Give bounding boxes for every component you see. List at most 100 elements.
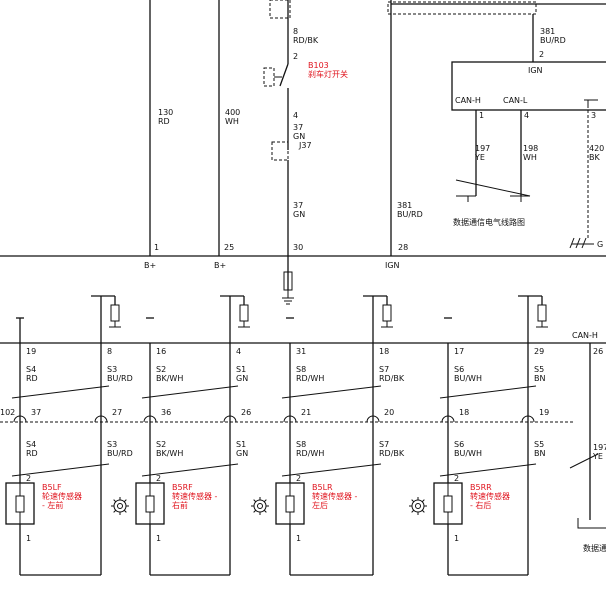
b5rr-gear-icon-tooth	[411, 509, 415, 513]
b5lf-upper-s-b: S3	[107, 365, 117, 374]
b5rf-gear-icon-tooth	[113, 499, 117, 503]
wire-130-circuit: 130	[158, 108, 173, 117]
b5lr-gear-icon-tooth	[263, 499, 267, 503]
can-pin-in: 2	[539, 50, 544, 59]
b5rf-splice-b: 26	[241, 408, 251, 417]
right-network-bracket	[577, 518, 606, 529]
b5lr-lower-color-b: RD/BK	[379, 449, 405, 458]
brake-switch-name: 刹车灯开关	[308, 69, 348, 79]
can-module-ground-symbol	[584, 99, 598, 108]
b5rr-gear-icon-tooth	[421, 509, 425, 513]
b5rr-sensor-id: B5RR	[470, 483, 492, 492]
b5lf-sensor-pin-top: 2	[26, 474, 31, 483]
b5lf-sensor-id: B5LF	[42, 483, 62, 492]
b5lf-splice-arc-1	[94, 415, 108, 423]
brake-wire-in-color: RD/BK	[293, 36, 319, 45]
b5rf-gear-icon-tooth	[113, 509, 117, 513]
b5rf-resistor	[239, 304, 249, 322]
b5rr-sensor-name: 转速传感器	[470, 491, 510, 501]
wire-381-circuit: 381	[397, 201, 412, 210]
b5rr-upper-s-a: S6	[454, 365, 464, 374]
b5rr-twist-lower	[439, 463, 537, 477]
right-wire-color: YE	[592, 452, 603, 461]
b5rr-sensor-pin-top: 2	[454, 474, 459, 483]
right-twist-mark	[569, 453, 599, 469]
b5rr-upper-color-b: BN	[534, 374, 545, 383]
b5rr-resistor	[537, 304, 547, 322]
b5rr-gear-icon-hub	[415, 503, 421, 509]
b5rr-splice-arc-1	[521, 415, 535, 423]
brake-wire-mid-color: GN	[293, 132, 305, 141]
b5rf-sensor-coil	[145, 495, 155, 513]
can-module-box	[451, 61, 606, 111]
can-wire-420-circuit: 420	[589, 144, 604, 153]
b5lf-splice-b: 27	[112, 408, 122, 417]
b5lr-pin-b: 18	[379, 347, 389, 356]
b5lf-twist-upper	[11, 385, 110, 399]
wire-130-color: RD	[158, 117, 170, 126]
b5rf-lower-color-a: BK/WH	[156, 449, 183, 458]
b5rf-lower-s-b: S1	[236, 440, 246, 449]
b5lf-twist-lower	[11, 463, 110, 477]
b5lr-sensor-coil	[285, 495, 295, 513]
pin-28: 28	[398, 243, 408, 252]
b5lf-upper-color-b: BU/RD	[107, 374, 133, 383]
can-wire-420-color: BK	[589, 153, 600, 162]
brake-switch-chain	[263, 0, 294, 305]
b5lr-pin-a: 31	[296, 347, 306, 356]
b5lf-lower-s-a: S4	[26, 440, 36, 449]
b5lr-twist-upper	[281, 385, 382, 399]
b5lf-upper-s-a: S4	[26, 365, 36, 374]
brake-wire-out-circuit: 37	[293, 201, 303, 210]
b5rr-lower-s-b: S5	[534, 440, 544, 449]
bus-label-bplus-1: B+	[144, 261, 156, 270]
b5rr-lower-color-b: BN	[534, 449, 545, 458]
right-network-label: 数据通	[583, 543, 606, 553]
wire-381-color: BU/RD	[397, 210, 423, 219]
b5lf-resistor	[110, 304, 120, 322]
b5rf-upper-s-a: S2	[156, 365, 166, 374]
can-wire-198-color: WH	[523, 153, 537, 162]
b5lf-upper-color-a: RD	[26, 374, 38, 383]
b5rr-upper-color-a: BU/WH	[454, 374, 482, 383]
b5lr-gear-icon-tooth	[253, 509, 257, 513]
b5rf-gear-icon-tooth	[123, 499, 127, 503]
b5rf-lower-color-b: GN	[236, 449, 248, 458]
b5rf-pin-b: 4	[236, 347, 241, 356]
b5lf-sensor-name: 轮速传感器	[42, 491, 82, 501]
b5lr-upper-s-b: S7	[379, 365, 389, 374]
b5rr-splice-a: 18	[459, 408, 469, 417]
wire-400-color: WH	[225, 117, 239, 126]
can-pin-3: 3	[591, 111, 596, 120]
left-splice-label: 102	[0, 408, 15, 417]
b5rf-gear-icon-tooth	[123, 509, 127, 513]
b5lr-lower-s-a: S8	[296, 440, 306, 449]
can-wire-198-circuit: 198	[523, 144, 538, 153]
b5rf-splice-a: 36	[161, 408, 171, 417]
can-pin-4: 4	[524, 111, 529, 120]
b5rf-lower-s-a: S2	[156, 440, 166, 449]
b5rr-sensor-pin-bottom: 1	[454, 534, 459, 543]
can-network-label: 数据通信电气线路图	[453, 217, 525, 227]
ign-supply	[387, 1, 606, 62]
b5rf-splice-arc-1	[223, 415, 237, 423]
pin-25: 25	[224, 243, 234, 252]
b5rr-pin-b: 29	[534, 347, 544, 356]
b5rf-upper-color-b: GN	[236, 374, 248, 383]
pin-30: 30	[293, 243, 303, 252]
b5lf-sensor-pin-bottom: 1	[26, 534, 31, 543]
b5rr-gear-icon-tooth	[411, 499, 415, 503]
can-h-label: CAN-H	[455, 96, 481, 105]
b5rr-lower-color-a: BU/WH	[454, 449, 482, 458]
bus-label-bplus-2: B+	[214, 261, 226, 270]
b5lr-lower-color-a: RD/WH	[296, 449, 324, 458]
b5lr-sensor-name: 转速传感器 -	[312, 491, 358, 501]
b5lr-sensor-id: B5LR	[312, 483, 333, 492]
b5rr-sensor-coil	[443, 495, 453, 513]
b5rf-sensor-pin-bottom: 1	[156, 534, 161, 543]
b5rr-gear-icon	[411, 499, 425, 513]
b5lr-twist-lower	[281, 463, 382, 477]
brake-wire-in-circuit: 8	[293, 27, 298, 36]
